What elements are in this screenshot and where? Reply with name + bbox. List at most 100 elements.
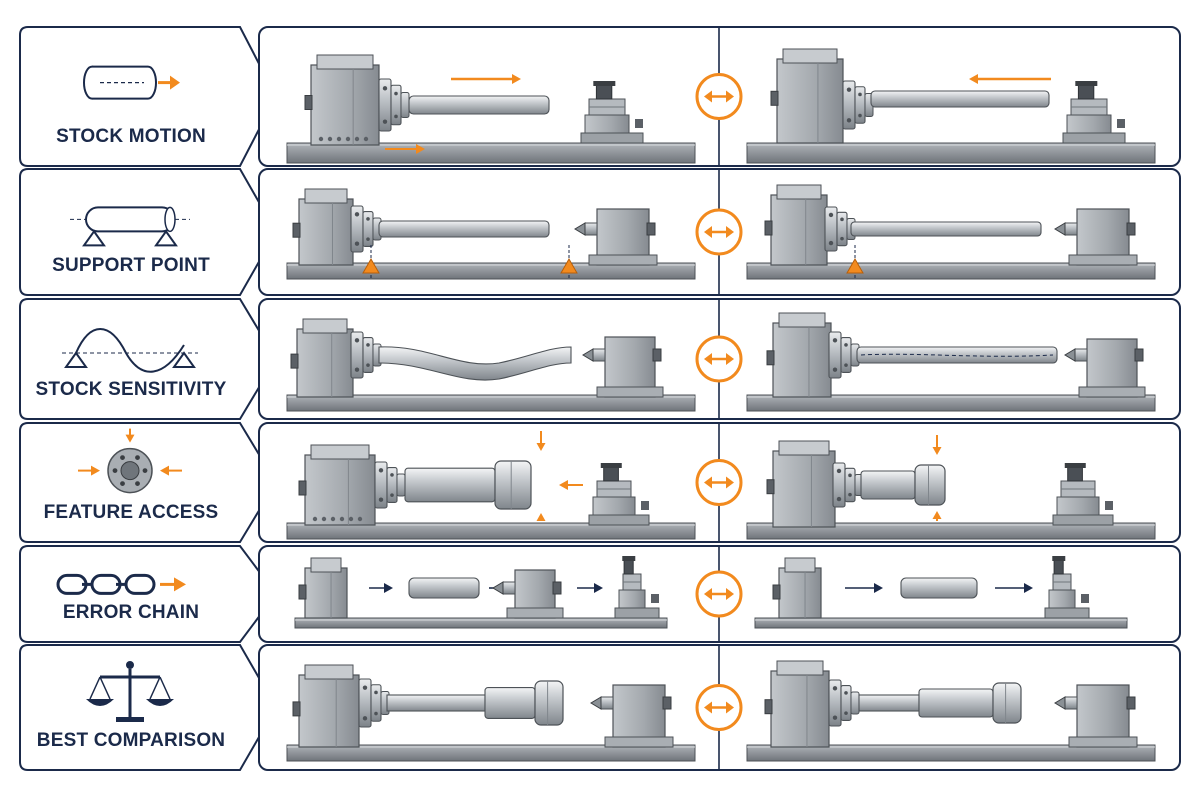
double-arrow-compare-icon — [695, 570, 743, 618]
stepped-workpiece — [386, 680, 564, 726]
balance-scale-icon — [86, 661, 174, 722]
double-arrow-compare-icon — [695, 335, 743, 383]
row-label: STOCK SENSITIVITY — [36, 379, 227, 400]
tailstock — [574, 208, 658, 266]
feature-access-icon — [78, 428, 182, 494]
chuck — [374, 461, 406, 509]
row-feature-access: FEATURE ACCESS — [19, 422, 1181, 543]
row-label-tab: ERROR CHAIN — [19, 545, 278, 643]
scene-left-feature-access — [286, 431, 696, 540]
row-label-tab: STOCK SENSITIVITY — [19, 298, 278, 420]
chuck — [828, 331, 860, 379]
stepped-workpiece — [860, 464, 946, 506]
row-error-chain: ERROR CHAIN — [19, 545, 1181, 643]
scene-right-error-chain — [754, 556, 1128, 629]
headstock — [298, 557, 348, 619]
machine-bed — [294, 617, 668, 629]
row-support-point: SUPPORT POINT — [19, 168, 1181, 296]
comparison-panel — [258, 545, 1181, 643]
tool-post — [1052, 463, 1114, 526]
row-label: FEATURE ACCESS — [44, 502, 219, 523]
motion-arrow — [78, 465, 100, 476]
force-arrow — [125, 428, 135, 443]
tool-post — [588, 463, 650, 526]
headstock — [764, 660, 830, 748]
stock-bar — [850, 221, 1042, 237]
comparison-panel — [258, 644, 1181, 771]
headstock — [772, 557, 822, 619]
row-label-tab: STOCK MOTION — [19, 26, 278, 167]
force-arrow — [536, 513, 546, 521]
support-marker — [560, 245, 578, 279]
headstock — [770, 48, 844, 144]
headstock — [304, 54, 380, 146]
comparison-panel — [258, 168, 1181, 296]
double-arrow-compare-icon — [695, 208, 743, 256]
comparison-panel — [258, 298, 1181, 420]
scene-left-stock-sensitivity — [286, 318, 696, 412]
chuck — [828, 679, 860, 727]
motion-arrow — [385, 144, 425, 154]
headstock — [766, 440, 836, 528]
scene-right-support-point — [746, 184, 1156, 280]
stepped-workpiece — [858, 682, 1022, 724]
row-label-tab: BEST COMPARISON — [19, 644, 278, 771]
comparison-panel — [258, 422, 1181, 543]
tailstock — [590, 684, 674, 748]
motion-arrow — [451, 74, 521, 84]
machine-bed — [746, 142, 1156, 164]
stock-motion-icon — [83, 65, 180, 100]
motion-arrow — [577, 583, 603, 593]
machine-bed — [746, 744, 1156, 762]
headstock — [292, 664, 360, 748]
stock-sensitivity-icon — [62, 328, 198, 373]
support-point-icon — [70, 206, 190, 247]
headstock — [298, 444, 376, 526]
row-label: SUPPORT POINT — [52, 255, 210, 276]
tool-post — [580, 81, 644, 144]
tool-post — [1044, 556, 1090, 619]
tailstock — [1054, 684, 1138, 748]
tool-post — [614, 556, 660, 619]
scene-right-feature-access — [746, 435, 1156, 540]
chuck — [350, 331, 382, 379]
row-stock-sensitivity: STOCK SENSITIVITY — [19, 298, 1181, 420]
force-arrow — [932, 511, 942, 521]
tailstock — [1054, 208, 1138, 266]
stock-bar — [408, 577, 480, 599]
row-label: STOCK MOTION — [56, 126, 206, 147]
row-label: ERROR CHAIN — [63, 602, 199, 623]
stock-bar — [856, 346, 1058, 364]
motion-arrow — [559, 480, 583, 490]
tailstock — [582, 336, 664, 398]
chuck — [842, 80, 874, 130]
deflected-stock — [378, 346, 572, 381]
stepped-workpiece — [404, 460, 532, 510]
scene-left-support-point — [286, 188, 696, 280]
headstock — [764, 184, 828, 266]
motion-arrow — [845, 583, 883, 593]
scene-right-best-comparison — [746, 660, 1156, 762]
stock-bar — [378, 220, 550, 238]
scene-left-error-chain — [294, 556, 668, 629]
force-arrow — [932, 435, 942, 455]
rows-layer: STOCK MOTION SUPPORT POINT STOCK SENSITIVI… — [19, 26, 1181, 771]
machine-bed — [286, 142, 696, 164]
support-marker — [362, 245, 380, 279]
double-arrow-compare-icon — [695, 684, 743, 731]
headstock — [290, 318, 354, 398]
double-arrow-compare-icon — [695, 459, 743, 506]
row-label: BEST COMPARISON — [37, 730, 225, 751]
force-arrow — [536, 431, 546, 451]
error-chain-icon — [56, 573, 186, 595]
machine-bed — [754, 617, 1128, 629]
motion-arrow — [369, 583, 393, 593]
motion-arrow — [969, 74, 1051, 84]
double-arrow-compare-icon — [695, 73, 743, 120]
stock-bar — [870, 90, 1050, 108]
scene-left-best-comparison — [286, 664, 696, 762]
chuck — [824, 206, 856, 252]
motion-arrow — [160, 465, 182, 476]
scene-left-stock-motion — [286, 54, 696, 164]
